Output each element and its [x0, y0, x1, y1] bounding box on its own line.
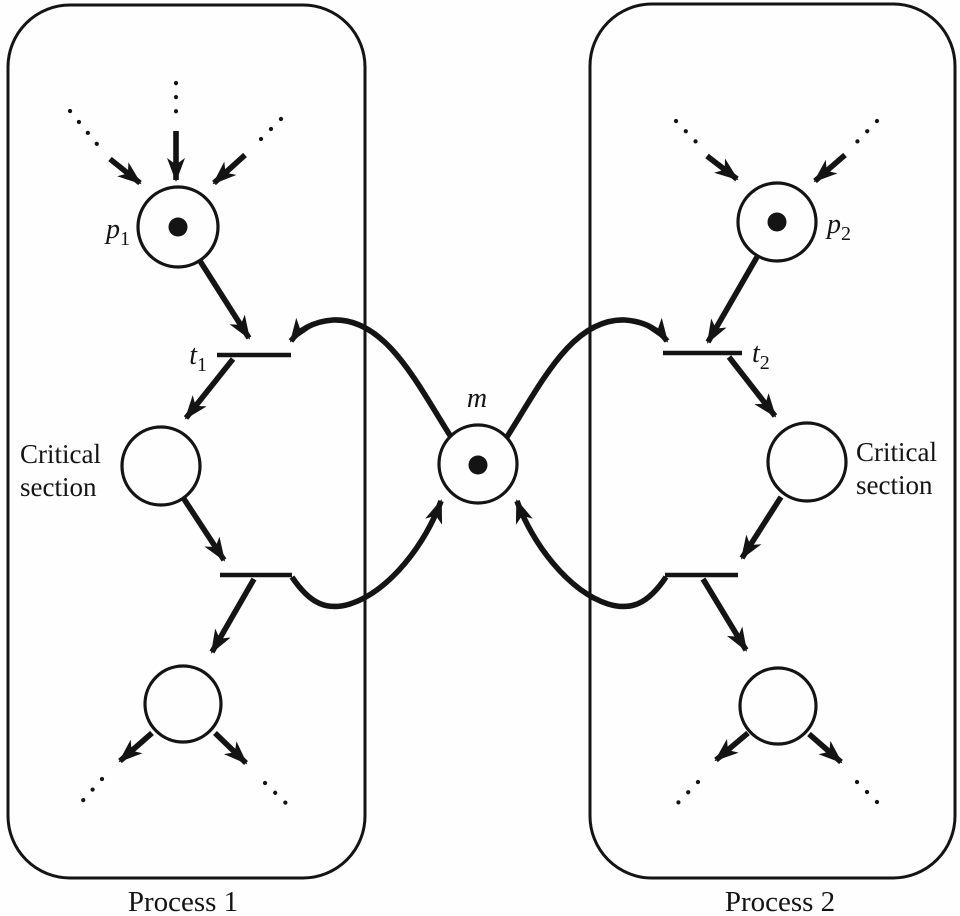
- arc-exit2-right: [807, 731, 843, 765]
- arc-t1b-to-exit1: [209, 577, 257, 654]
- dotted-trail-p1-right: [250, 116, 284, 150]
- arc-m-to-t1: [288, 317, 456, 442]
- arc-t1-to-critical1: [183, 357, 236, 420]
- arc-m-to-t2: [502, 317, 670, 442]
- token-p1: [168, 217, 188, 237]
- arc-t2b-to-exit2: [700, 577, 749, 652]
- arc-t1b-to-m: [289, 499, 444, 610]
- arc-in-p2-right: [813, 152, 847, 184]
- arc-exit1-right: [213, 730, 248, 766]
- label-t1: t1: [189, 340, 207, 376]
- dotted-trail-p2-right: [850, 118, 880, 149]
- token-p2: [767, 212, 787, 232]
- dotted-trail-exit2-right: [854, 779, 887, 812]
- arc-in-p2-left: [705, 153, 739, 182]
- dotted-trail-exit2-left: [670, 779, 701, 811]
- label-m: m: [467, 383, 487, 414]
- dotted-trail-p1-left: [67, 108, 104, 152]
- label-p2: p2: [825, 209, 851, 245]
- arc-p1-to-t1: [197, 259, 252, 340]
- token-m: [468, 455, 488, 475]
- place-exit1: [143, 664, 223, 744]
- caption-process-2: Process 2: [725, 886, 835, 916]
- dotted-trail-exit1-right: [262, 780, 295, 812]
- arc-exit2-left: [714, 730, 750, 763]
- process-2-boundary: [588, 2, 957, 880]
- arc-t2b-to-m: [514, 499, 669, 610]
- caption-process-1: Process 1: [128, 886, 238, 916]
- dotted-trail-exit1-left: [75, 776, 105, 809]
- arc-in-p1-right: [212, 152, 247, 186]
- arc-exit1-left: [118, 730, 154, 764]
- process-1-boundary: [6, 3, 367, 880]
- label-p1: p1: [104, 214, 130, 250]
- arc-p2-to-t2: [705, 255, 760, 344]
- arc-in-p1-left: [108, 156, 142, 186]
- label-t2: t2: [752, 338, 770, 374]
- place-critical1: [120, 425, 202, 507]
- arc-critical1-to-t1b: [181, 497, 227, 562]
- place-critical2: [766, 421, 848, 503]
- place-exit2: [738, 666, 818, 746]
- dotted-trail-p2-left: [673, 118, 703, 149]
- arc-t2-to-critical2: [726, 355, 778, 418]
- arc-critical2-to-t2b: [739, 495, 784, 560]
